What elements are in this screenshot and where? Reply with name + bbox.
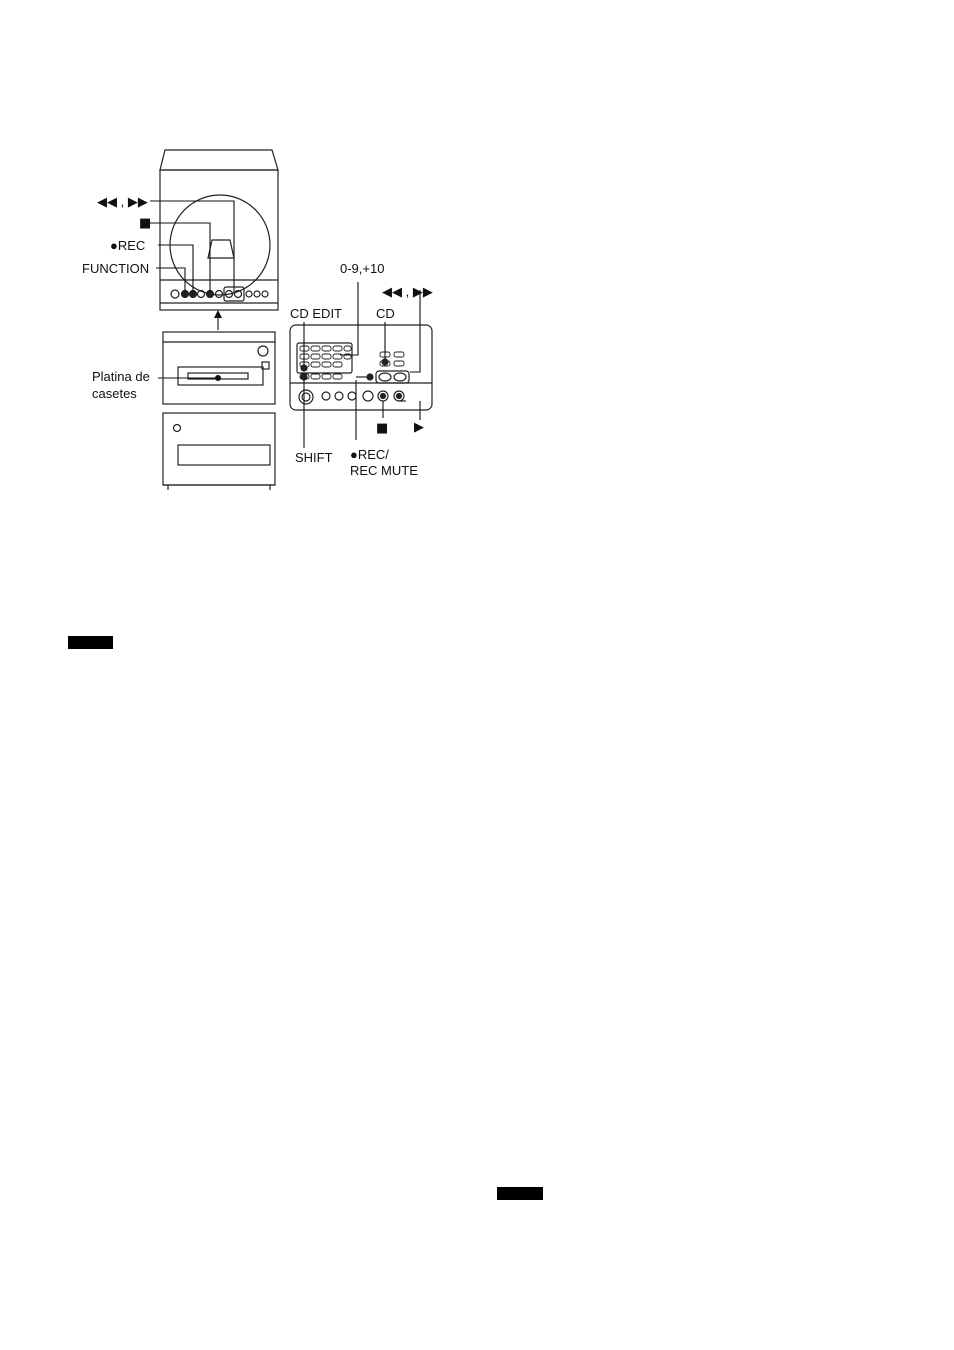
heading-bar-left — [68, 636, 113, 649]
cassette-slot[interactable] — [178, 367, 263, 385]
deck-power-knob[interactable] — [258, 346, 268, 356]
label-numbers: 0-9,+10 — [340, 261, 384, 276]
label-deck-line1: Platina de — [92, 369, 150, 384]
amp-small-knob[interactable] — [174, 425, 181, 432]
label-cd-edit: CD EDIT — [290, 306, 342, 321]
amp-display — [178, 445, 270, 465]
label-play-remote: ▶ — [414, 420, 424, 435]
label-function: FUNCTION — [82, 261, 149, 276]
remote-shift-button[interactable] — [301, 374, 307, 380]
remote-rewind-button[interactable] — [379, 373, 391, 381]
cd-unit-lid — [160, 150, 278, 170]
heading-bar-right — [497, 1187, 543, 1200]
cd-center-mark — [208, 240, 234, 258]
label-cd: CD — [376, 306, 395, 321]
amplifier-body — [163, 413, 275, 485]
remote-cd-edit-button[interactable] — [301, 365, 307, 371]
front-button-10[interactable] — [254, 291, 260, 297]
label-skip-main: ◀◀ , ▶▶ — [97, 194, 148, 209]
remote-dial[interactable] — [299, 390, 313, 404]
label-rec-main: ●REC — [110, 238, 145, 253]
label-deck-line2: casetes — [92, 386, 137, 401]
label-rec-remote-2: REC MUTE — [350, 463, 418, 478]
label-skip-remote: ◀◀ , ▶▶ — [382, 284, 433, 299]
front-button-1[interactable] — [171, 290, 179, 298]
label-stop-remote: ■ — [376, 421, 388, 436]
remote-forward-button[interactable] — [394, 373, 406, 381]
front-button-6[interactable] — [216, 291, 223, 298]
front-button-11[interactable] — [262, 291, 268, 297]
label-shift: SHIFT — [295, 450, 333, 465]
label-rec-remote-1: ●REC/ — [350, 447, 389, 462]
label-stop-main: ■ — [139, 216, 151, 231]
remote-skip-group — [376, 371, 409, 383]
cassette-deck-body — [163, 332, 275, 404]
remote-rec-button[interactable] — [367, 374, 373, 380]
remote-cd-button[interactable] — [382, 359, 388, 365]
front-button-9[interactable] — [246, 291, 252, 297]
remote-body — [290, 325, 432, 410]
